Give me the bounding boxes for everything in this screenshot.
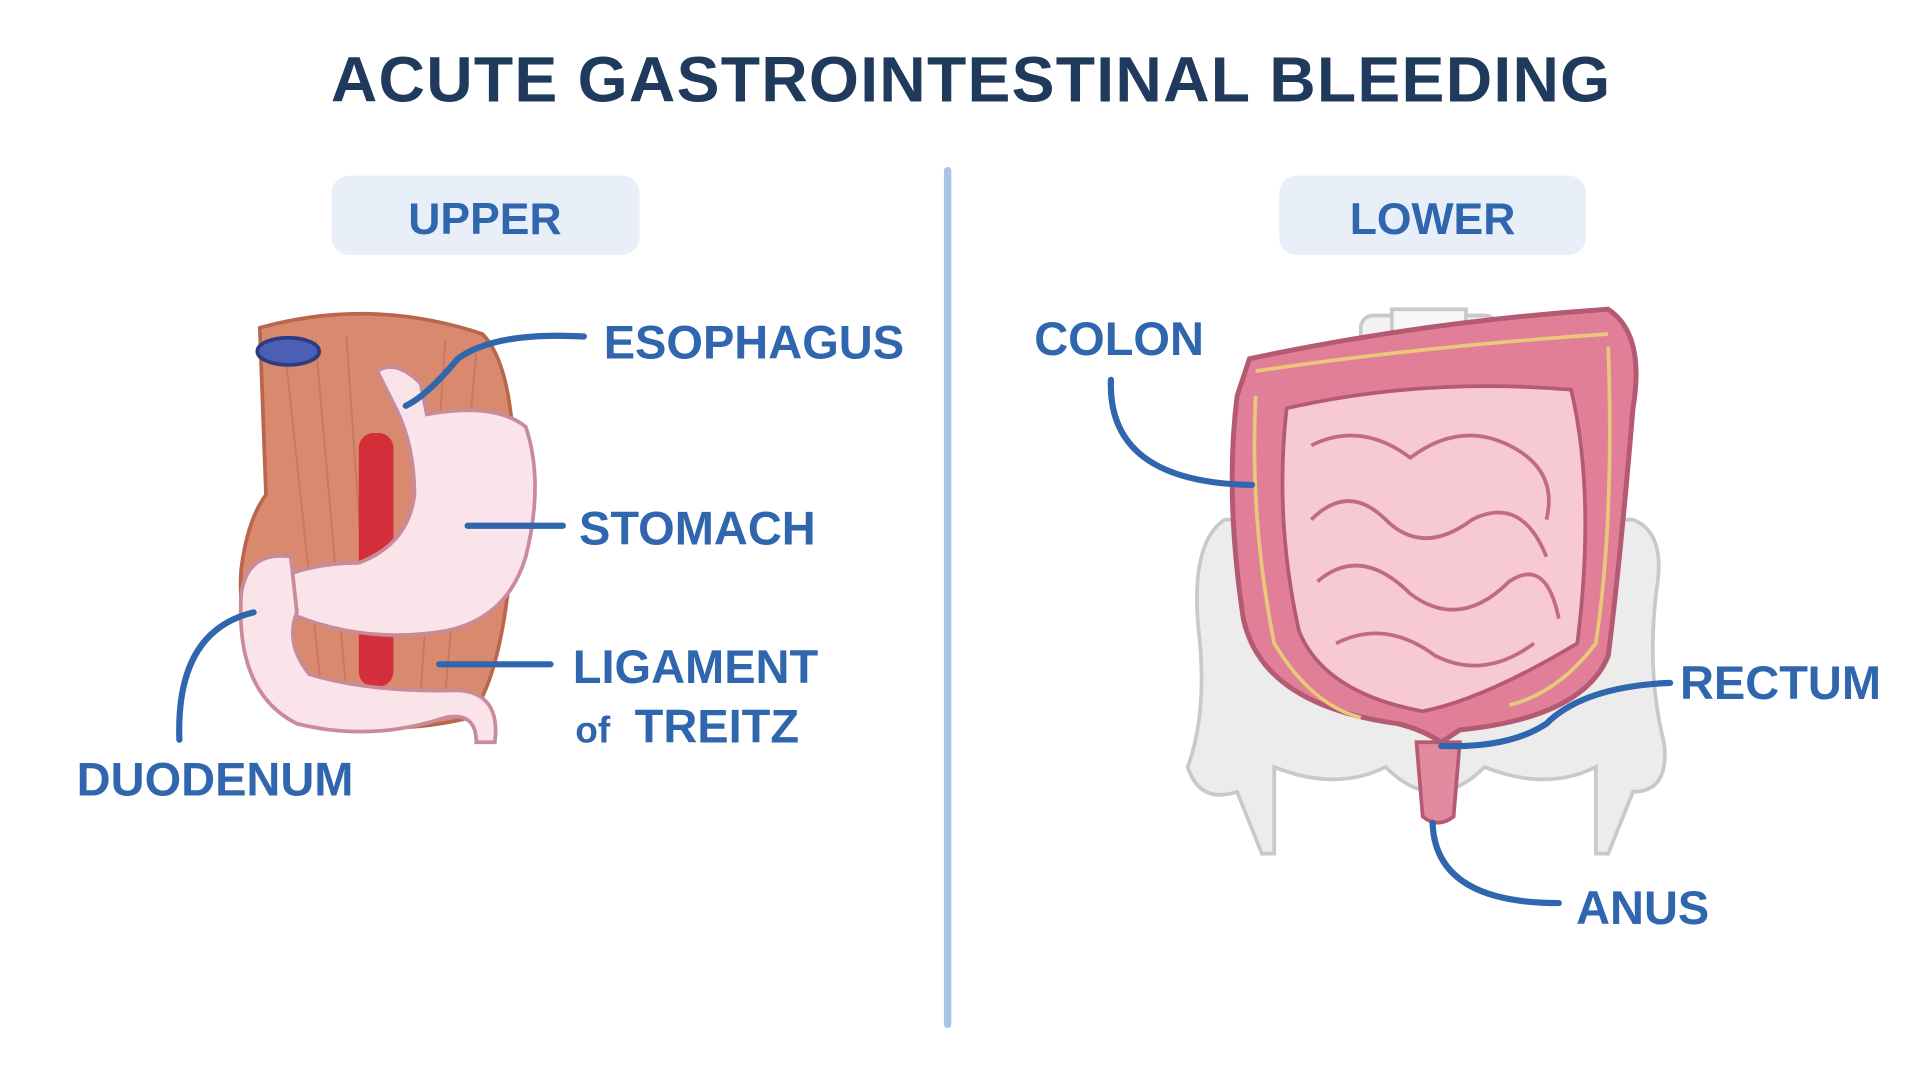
- label-colon: COLON: [1034, 312, 1204, 365]
- upper-heading: UPPER: [408, 195, 561, 244]
- lower-heading-pill: LOWER: [1279, 175, 1586, 255]
- label-treitz: TREITZ: [635, 699, 799, 752]
- title: ACUTE GASTROINTESTINAL BLEEDING: [331, 43, 1612, 115]
- label-stomach: STOMACH: [579, 501, 816, 554]
- intestine-illustration: [1185, 306, 1667, 856]
- label-rectum: RECTUM: [1680, 656, 1881, 709]
- upper-leader-lines: [176, 332, 588, 743]
- label-esophagus: ESOPHAGUS: [604, 316, 904, 369]
- lower-leader-lines: [1107, 376, 1674, 907]
- label-ligament: LIGAMENT: [573, 640, 819, 693]
- label-ligament-of: of: [575, 708, 611, 750]
- lower-heading: LOWER: [1350, 195, 1516, 244]
- label-anus: ANUS: [1576, 881, 1709, 934]
- label-duodenum: DUODENUM: [77, 752, 354, 805]
- stomach-illustration: [238, 311, 537, 745]
- upper-heading-pill: UPPER: [331, 175, 640, 255]
